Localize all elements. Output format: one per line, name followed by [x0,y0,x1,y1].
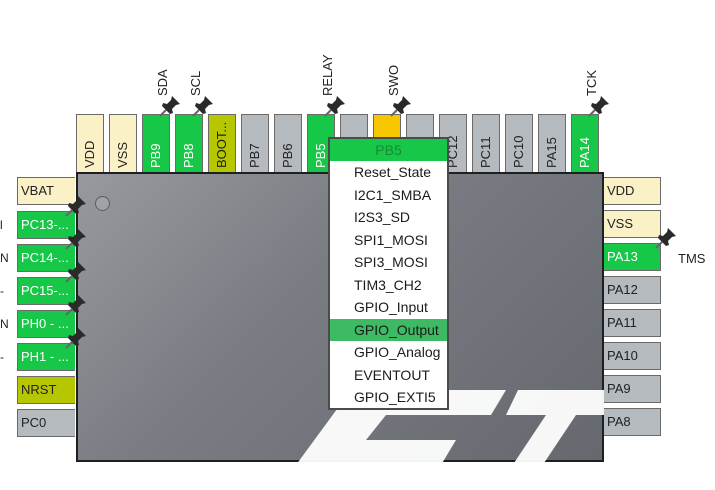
pin-pb6[interactable]: PB6 [274,114,302,172]
signal-label-tms: TMS [678,251,706,266]
pin-ph1[interactable]: PH1 - ... [17,343,75,371]
pin-label: VDD [82,140,97,168]
pushpin-icon [159,96,180,117]
pin-label: PB5 [313,143,328,168]
pushpin-icon [655,228,676,249]
pin-boot[interactable]: BOOT... [208,114,236,172]
menu-item-gpio-analog[interactable]: GPIO_Analog [354,344,441,360]
pin-ph0[interactable]: PH0 - ... [17,310,75,338]
edge-text: - [0,284,4,298]
signal-label-tck: TCK [584,70,599,96]
menu-title: PB5 [330,139,447,161]
menu-item-spi3-mosi[interactable]: SPI3_MOSI [354,254,428,270]
menu-item-i2s3-sd[interactable]: I2S3_SD [354,209,411,225]
pushpin-icon [192,96,213,117]
pin-pa14[interactable]: PA14 [571,114,599,172]
edge-text: N [0,317,9,331]
pushpin-icon [324,96,345,117]
pin-function-menu[interactable]: PB5 Reset_State I2C1_SMBA I2S3_SD SPI1_M… [328,137,449,410]
menu-item-eventout[interactable]: EVENTOUT [354,366,430,383]
edge-text: - [0,350,4,364]
pin-vdd-top[interactable]: VDD [76,114,104,172]
pin-pa8[interactable]: PA8 [604,408,661,436]
pin-pc11[interactable]: PC11 [472,114,500,172]
menu-item-spi1-mosi[interactable]: SPI1_MOSI [354,231,428,248]
menu-item-tim3-ch2[interactable]: TIM3_CH2 [354,276,422,293]
menu-item-i2c1-smba[interactable]: I2C1_SMBA [354,186,432,203]
pin-label: BOOT... [214,121,229,168]
pin-pc10[interactable]: PC10 [505,114,533,172]
pin-vbat[interactable]: VBAT [17,177,75,205]
pin-pc15[interactable]: PC15-... [17,277,75,305]
pin-label: PB7 [247,143,262,168]
pin-pb9[interactable]: PB9 [142,114,170,172]
pin-label: PB9 [148,143,163,168]
pin-pa9[interactable]: PA9 [604,375,661,403]
menu-item-reset-state[interactable]: Reset_State [354,164,432,180]
pin-pa13[interactable]: PA13 [604,243,661,271]
pin-pa12[interactable]: PA12 [604,276,661,304]
pin-nrst[interactable]: NRST [17,376,75,404]
pin-label: PC11 [478,136,493,168]
pin-label: PC10 [511,135,526,168]
pin-vss-top[interactable]: VSS [109,114,137,172]
pin-pa15[interactable]: PA15 [538,114,566,172]
pushpin-icon [65,262,86,283]
pin-label: PA14 [577,137,592,168]
pin-label: PA15 [544,137,559,168]
pin-pc0[interactable]: PC0 [17,409,75,437]
pushpin-icon [65,196,86,217]
signal-label-swo: SWO [386,64,401,96]
edge-text: l [0,218,3,232]
pin-pb8[interactable]: PB8 [175,114,203,172]
pin-pa11[interactable]: PA11 [604,309,661,337]
pin-label: PB8 [181,143,196,168]
pin-vss-right[interactable]: VSS [604,210,661,238]
menu-item-gpio-exti5[interactable]: GPIO_EXTI5 [354,389,436,405]
pin-vdd-right[interactable]: VDD [604,177,661,205]
pin-pb7[interactable]: PB7 [241,114,269,172]
signal-label-scl: SCL [188,70,203,96]
pin-pc13[interactable]: PC13-... [17,211,75,239]
pushpin-icon [390,96,411,117]
pushpin-icon [65,295,86,316]
edge-text: N [0,251,9,265]
signal-label-sda: SDA [155,69,170,96]
pin1-marker [95,196,110,211]
pushpin-icon [588,96,609,117]
pin-pa10[interactable]: PA10 [604,342,661,370]
menu-item-gpio-output[interactable]: GPIO_Output [330,318,447,341]
pin-pc14[interactable]: PC14-... [17,244,75,272]
signal-label-relay: RELAY [320,54,335,96]
pushpin-icon [65,328,86,349]
pin-label: PB6 [280,143,295,168]
menu-item-gpio-input[interactable]: GPIO_Input [354,299,428,315]
pushpin-icon [65,229,86,250]
pin-label: VSS [115,141,130,168]
